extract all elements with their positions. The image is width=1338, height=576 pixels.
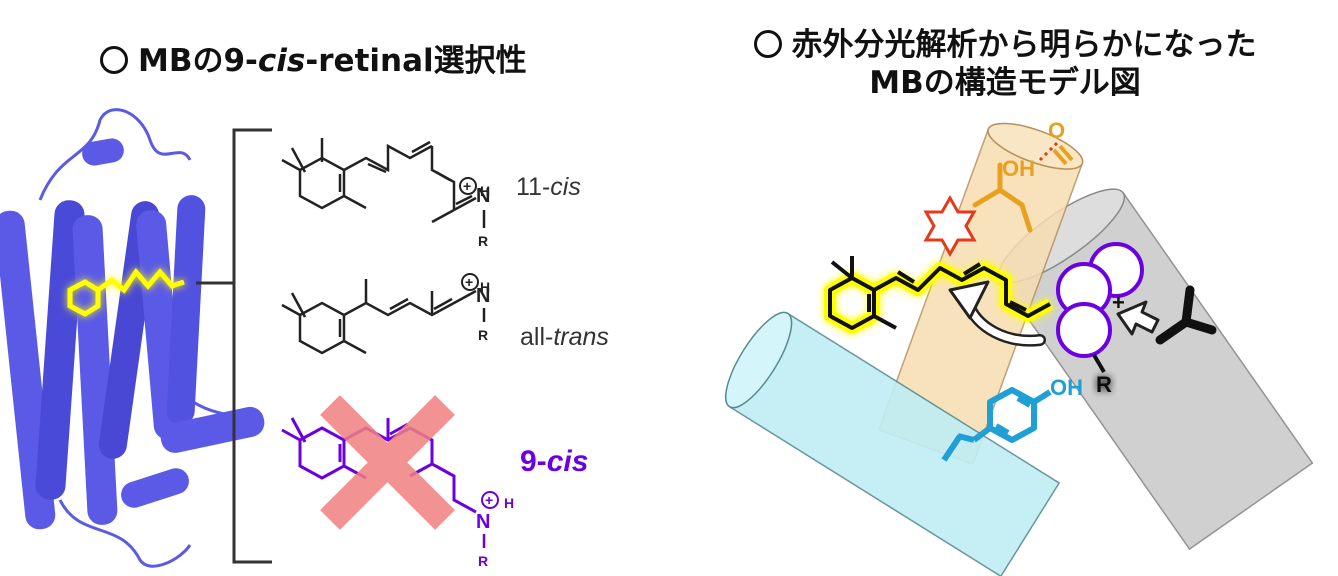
tyr-oh: OH (1050, 375, 1083, 400)
atom-r: R (478, 553, 488, 569)
circle-marker-icon (100, 46, 128, 74)
atom-h: H (480, 183, 490, 199)
asp-oh: OH (1002, 156, 1035, 181)
rotation-arrow-icon (948, 280, 1046, 347)
atom-n: N (476, 511, 490, 533)
title-line-2: MBの構造モデル図 (869, 65, 1141, 101)
helix-cyan (724, 311, 1061, 576)
circle-marker-icon (753, 30, 782, 58)
atom-h: H (504, 495, 514, 511)
title-text-italic: cis (257, 43, 306, 79)
tyrosine-group (941, 387, 1052, 462)
aspartate-group (972, 162, 1033, 233)
branched-residue (1155, 285, 1217, 345)
plus-charge: + (1112, 290, 1125, 315)
atom-n: N (476, 185, 490, 207)
atom-r: R (1096, 372, 1112, 397)
label-11-cis: 11-cis (516, 173, 581, 201)
label-9-cis: 9-cis (520, 445, 589, 478)
atom-r: R (478, 233, 488, 249)
atom-h: H (480, 279, 490, 295)
atom-r: R (478, 327, 488, 343)
strain-star-icon (923, 194, 977, 258)
rejection-cross-icon (320, 395, 455, 530)
carbonyl-o: O (1048, 118, 1065, 143)
label-all-trans: all-trans (520, 323, 609, 351)
steric-residue-circles (1056, 242, 1144, 358)
retinal-11-cis (281, 138, 477, 224)
plus-charge: + (463, 178, 471, 194)
protein-structure (0, 108, 265, 568)
plus-charge: + (465, 274, 473, 290)
plus-charge: + (485, 492, 493, 508)
right-panel-title: 赤外分光解析から明らかになった MBの構造モデル図 (700, 26, 1310, 102)
title-line-1: 赤外分光解析から明らかになった (791, 27, 1257, 63)
bracket (196, 128, 272, 564)
left-panel-title: MBの9-cis-retinal選択性 (100, 42, 527, 80)
retinal-all-trans (281, 279, 477, 355)
title-text-post: -retinal選択性 (305, 43, 527, 79)
title-text-pre: MBの9- (138, 43, 258, 79)
retinal-model (824, 256, 1053, 334)
atom-n: N (476, 285, 490, 307)
push-arrow-icon (1116, 300, 1160, 336)
